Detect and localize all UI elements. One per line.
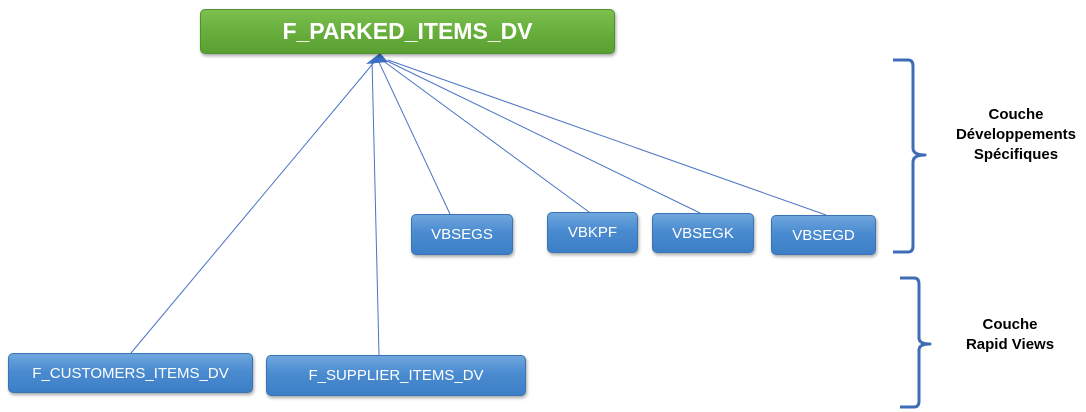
node-label: VBSEGS [431, 226, 493, 243]
connector-supplier-to-root [371, 59, 380, 356]
connector-customers-to-root [130, 59, 377, 354]
node-f-customers-items-dv[interactable]: F_CUSTOMERS_ITEMS_DV [8, 353, 253, 393]
connectors [130, 59, 827, 356]
connector-vbsegd-to-root [387, 59, 827, 216]
layer-label-line: Spécifiques [973, 146, 1059, 163]
layer-label-line: Rapid Views [965, 336, 1055, 353]
node-label: VBSEGD [792, 226, 855, 244]
brace-rapid-icon [900, 276, 932, 409]
layer-label-rapid: Couche Rapid Views [955, 315, 1065, 355]
layer-label-line: Développements [955, 126, 1077, 143]
node-vbsegk[interactable]: VBSEGK [652, 213, 754, 253]
node-vbsegd[interactable]: VBSEGD [771, 215, 876, 255]
root-node-label: F_PARKED_ITEMS_DV [282, 18, 533, 44]
node-label: VBKPF [567, 224, 618, 241]
node-label: F_CUSTOMERS_ITEMS_DV [32, 364, 229, 382]
layer-label-specific: Couche Développements Spécifiques [946, 105, 1086, 165]
layer-label-line: Couche [982, 316, 1038, 333]
connector-vbsegs-to-root [377, 59, 451, 215]
node-label: F_SUPPLIER_ITEMS_DV [308, 367, 484, 384]
node-label: VBSEGK [672, 224, 734, 242]
node-vbkpf[interactable]: VBKPF [547, 212, 638, 253]
connector-vbkpf-to-root [381, 59, 590, 213]
root-node[interactable]: F_PARKED_ITEMS_DV [200, 9, 615, 54]
layer-label-line: Couche [988, 106, 1044, 123]
node-f-supplier-items-dv[interactable]: F_SUPPLIER_ITEMS_DV [266, 355, 526, 396]
node-vbsegs[interactable]: VBSEGS [411, 214, 513, 255]
arrowhead-icon [366, 53, 388, 64]
brace-specific-icon [893, 58, 927, 254]
connector-vbsegk-to-root [384, 59, 701, 214]
